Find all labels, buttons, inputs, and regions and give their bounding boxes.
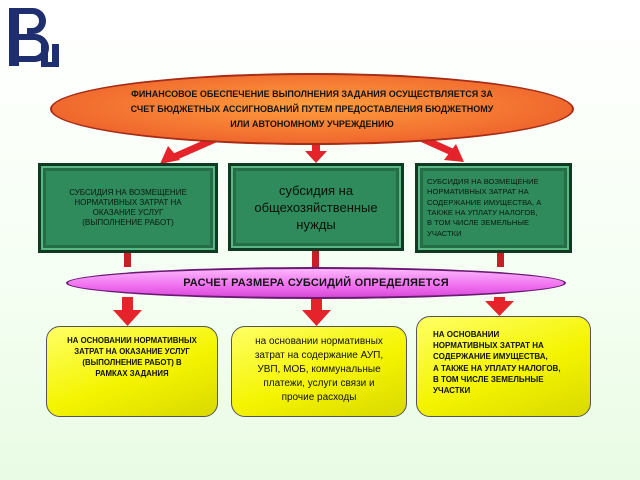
- connector-right-upper: [497, 253, 504, 267]
- subsidy-box-line: ОКАЗАНИЕ УСЛУГ: [92, 208, 164, 217]
- subsidy-box-line: (ВЫПОЛНЕНИЕ РАБОТ): [82, 218, 174, 227]
- subsidy-box-line: НОРМАТИВНЫХ ЗАТРАТ НА: [74, 198, 182, 207]
- subsidy-box-line: общехозяйственные: [254, 199, 378, 215]
- subsidy-box-line: ТАКЖЕ НА УПЛАТУ НАЛОГОВ,: [427, 208, 538, 217]
- basis-box-line: платежи, услуги связи и: [263, 378, 375, 389]
- basis-box-line: ЗАТРАТ НА ОКАЗАНИЕ УСЛУГ: [74, 347, 190, 356]
- arrow-top-to-middle: [305, 142, 327, 163]
- basis-box-line: (ВЫПОЛНЕНИЕ РАБОТ) В: [82, 358, 182, 367]
- arrow-calc-to-middle: [302, 297, 331, 326]
- calculation-ellipse: РАСЧЕТ РАЗМЕРА СУБСИДИЙ ОПРЕДЕЛЯЕТСЯ: [66, 267, 566, 299]
- subsidy-box-line: УЧАСТКИ: [427, 228, 462, 238]
- basis-box-line: А ТАКЖЕ НА УПЛАТУ НАЛОГОВ,: [433, 363, 561, 373]
- basis-box-line: прочие расходы: [281, 392, 357, 403]
- financing-line: ФИНАНСОВОЕ ОБЕСПЕЧЕНИЕ ВЫПОЛНЕНИЯ ЗАДАНИ…: [131, 88, 493, 99]
- subsidy-box-line: нужды: [296, 216, 336, 232]
- basis-box-services: НА ОСНОВАНИИ НОРМАТИВНЫХ ЗАТРАТ НА ОКАЗА…: [46, 326, 218, 417]
- financing-line: ИЛИ АВТОНОМНОМУ УЧРЕЖДЕНИЮ: [230, 118, 394, 129]
- basis-box-line: УВП, МОБ, коммунальные: [257, 364, 381, 375]
- financing-line: СЧЕТ БЮДЖЕТНЫХ АССИГНОВАНИЙ ПУТЕМ ПРЕДОС…: [130, 103, 494, 114]
- subsidy-box-line: В ТОМ ЧИСЛЕ ЗЕМЕЛЬНЫЕ: [427, 218, 530, 228]
- university-logo: [9, 8, 59, 67]
- basis-box-property: НА ОСНОВАНИИ НОРМАТИВНЫХ ЗАТРАТ НА СОДЕР…: [416, 316, 591, 417]
- financing-ellipse: ФИНАНСОВОЕ ОБЕСПЕЧЕНИЕ ВЫПОЛНЕНИЯ ЗАДАНИ…: [50, 73, 574, 145]
- basis-box-line: на основании нормативных: [255, 336, 383, 347]
- basis-box-line: СОДЕРЖАНИЕ ИМУЩЕСТВА,: [433, 352, 548, 362]
- basis-box-line: РАМКАХ ЗАДАНИЯ: [95, 369, 169, 378]
- subsidy-box-line: субсидия на: [278, 182, 354, 198]
- calculation-text: РАСЧЕТ РАЗМЕРА СУБСИДИЙ ОПРЕДЕЛЯЕТСЯ: [183, 277, 449, 289]
- subsidy-box-line: СУБСИДИЯ НА ВОЗМЕЩЕНИЕ: [69, 188, 187, 197]
- connector-left-upper: [124, 253, 131, 267]
- subsidy-box-line: СОДЕРЖАНИЕ ИМУЩЕСТВА, А: [427, 197, 542, 207]
- subsidy-box-services: СУБСИДИЯ НА ВОЗМЕЩЕНИЕ НОРМАТИВНЫХ ЗАТРА…: [38, 163, 218, 253]
- basis-box-line: НА ОСНОВАНИИ: [433, 330, 500, 339]
- subsidy-box-property: СУБСИДИЯ НА ВОЗМЕЩЕНИЕ НОРМАТИВНЫХ ЗАТРА…: [415, 163, 572, 253]
- basis-box-line: В ТОМ ЧИСЛЕ ЗЕМЕЛЬНЫЕ: [433, 374, 544, 384]
- basis-box-line: затрат на содержание АУП,: [254, 350, 384, 361]
- connector-middle-upper: [312, 251, 319, 267]
- arrow-calc-to-right: [485, 297, 514, 316]
- subsidy-box-line: НОРМАТИВНЫХ ЗАТРАТ НА: [427, 187, 529, 197]
- basis-box-general-needs: на основании нормативных затрат на содер…: [231, 326, 407, 417]
- financing-text: ФИНАНСОВОЕ ОБЕСПЕЧЕНИЕ ВЫПОЛНЕНИЯ ЗАДАНИ…: [131, 87, 494, 132]
- basis-box-line: УЧАСТКИ: [433, 386, 471, 396]
- basis-box-line: НОРМАТИВНЫХ ЗАТРАТ НА: [433, 341, 544, 351]
- subsidy-box-general-needs: субсидия на общехозяйственные нужды: [228, 163, 404, 251]
- basis-box-line: НА ОСНОВАНИИ НОРМАТИВНЫХ: [67, 336, 197, 345]
- arrow-calc-to-left: [113, 297, 142, 326]
- subsidy-box-line: СУБСИДИЯ НА ВОЗМЕЩЕНИЕ: [427, 177, 539, 187]
